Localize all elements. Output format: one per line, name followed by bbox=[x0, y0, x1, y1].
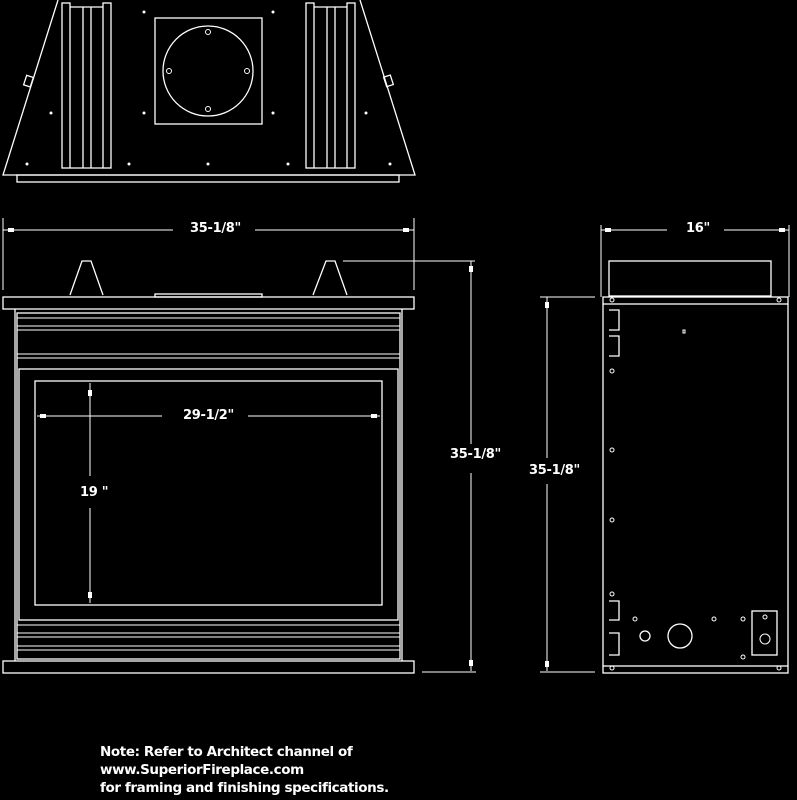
note-line-2: www.SuperiorFireplace.com bbox=[100, 762, 304, 778]
bottom-flange bbox=[2, 660, 415, 674]
side-depth-dimension: 16" bbox=[686, 221, 710, 236]
glass-opening bbox=[34, 380, 383, 606]
side-view bbox=[540, 225, 790, 674]
top-view bbox=[2, 0, 416, 183]
front-width-dimension: 35-1/8" bbox=[190, 221, 241, 236]
note-line-1: Note: Refer to Architect channel of bbox=[100, 744, 353, 760]
side-height-dimension: 35-1/8" bbox=[529, 463, 580, 478]
top-flange bbox=[2, 296, 415, 310]
framing-note: Note: Refer to Architect channel of www.… bbox=[100, 743, 389, 797]
flue-collar bbox=[162, 25, 254, 117]
note-line-3: for framing and finishing specifications… bbox=[100, 780, 389, 796]
top-box bbox=[608, 260, 772, 297]
front-view bbox=[2, 218, 476, 674]
flue-plate bbox=[154, 17, 263, 125]
opening-width-dimension: 29-1/2" bbox=[183, 408, 234, 423]
front-height-dimension: 35-1/8" bbox=[450, 447, 501, 462]
opening-height-dimension: 19 " bbox=[80, 485, 109, 500]
